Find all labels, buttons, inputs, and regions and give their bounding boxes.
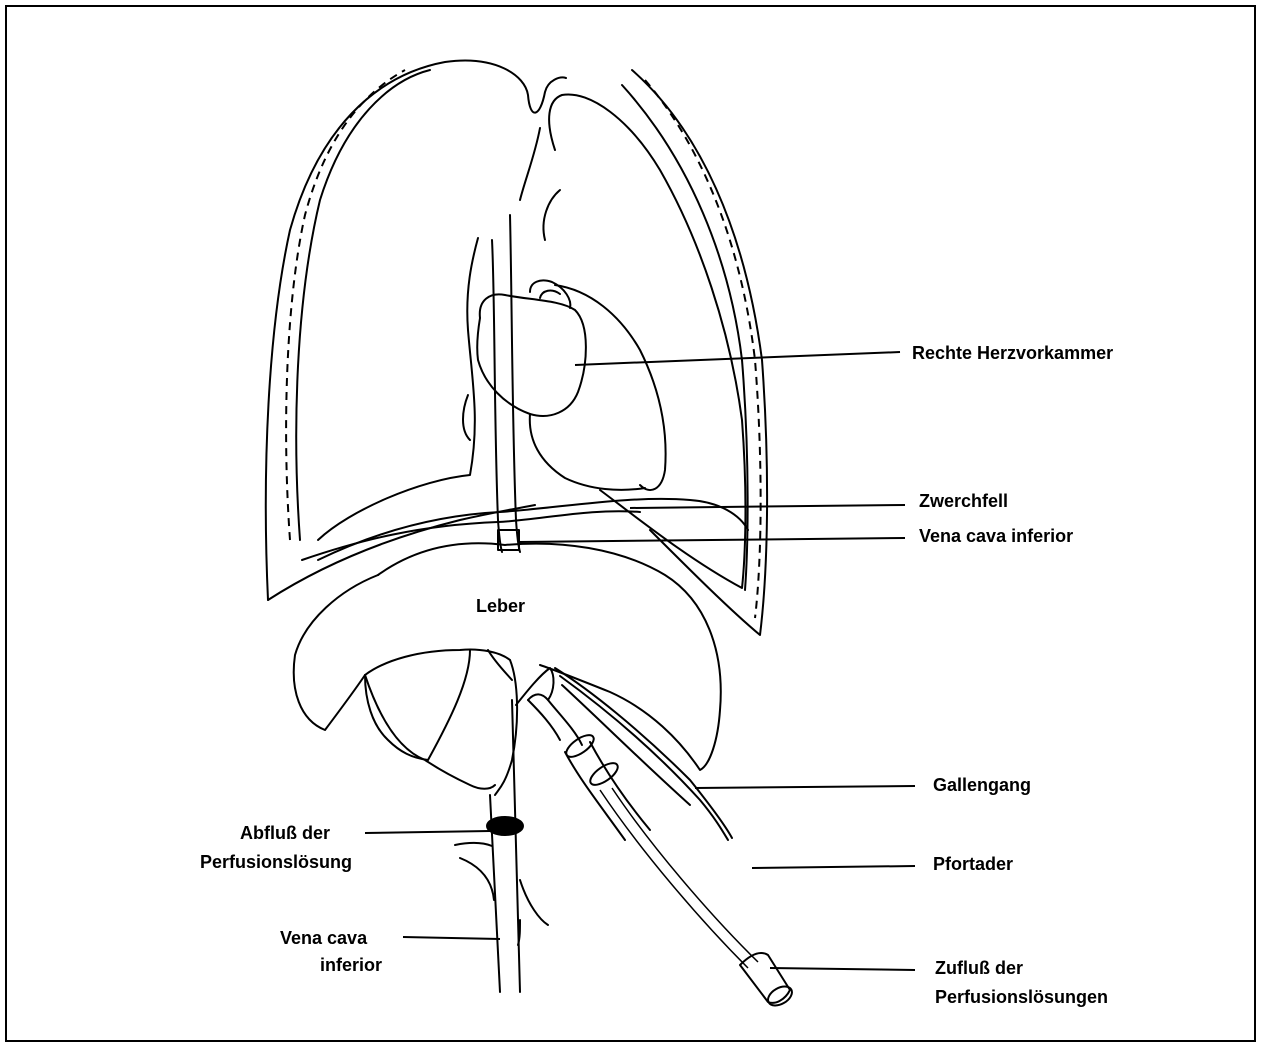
- label-bile-duct: Gallengang: [933, 774, 1031, 796]
- leader-bile-duct: [695, 786, 915, 788]
- leader-lines: [365, 352, 915, 970]
- label-vena-cava-lower-line1: Vena cava: [280, 927, 367, 949]
- leader-inflow: [770, 968, 915, 970]
- vena-cava-thoracic: [492, 215, 520, 552]
- label-inflow-line1: Zufluß der: [935, 957, 1023, 979]
- right-lung: [520, 70, 767, 635]
- leader-right-atrium: [575, 352, 900, 365]
- leader-outflow: [365, 831, 490, 833]
- label-diaphragm: Zwerchfell: [919, 490, 1008, 512]
- leader-vena-cava-lower: [403, 937, 500, 939]
- label-outflow-line2: Perfusionslösung: [200, 851, 352, 873]
- label-inflow-line2: Perfusionslösungen: [935, 986, 1108, 1008]
- leader-vena-cava-upper: [519, 538, 905, 542]
- label-liver: Leber: [476, 595, 525, 617]
- label-outflow-line1: Abfluß der: [240, 822, 330, 844]
- label-vena-cava-lower-line2: inferior: [320, 954, 382, 976]
- heart: [477, 280, 665, 490]
- label-right-atrium: Rechte Herzvorkammer: [912, 342, 1113, 364]
- vena-cava-lower: [455, 700, 548, 992]
- label-vena-cava-upper: Vena cava inferior: [919, 525, 1073, 547]
- label-portal-vein: Pfortader: [933, 853, 1013, 875]
- leader-portal-vein: [752, 866, 915, 868]
- ligature-clip: [487, 817, 523, 835]
